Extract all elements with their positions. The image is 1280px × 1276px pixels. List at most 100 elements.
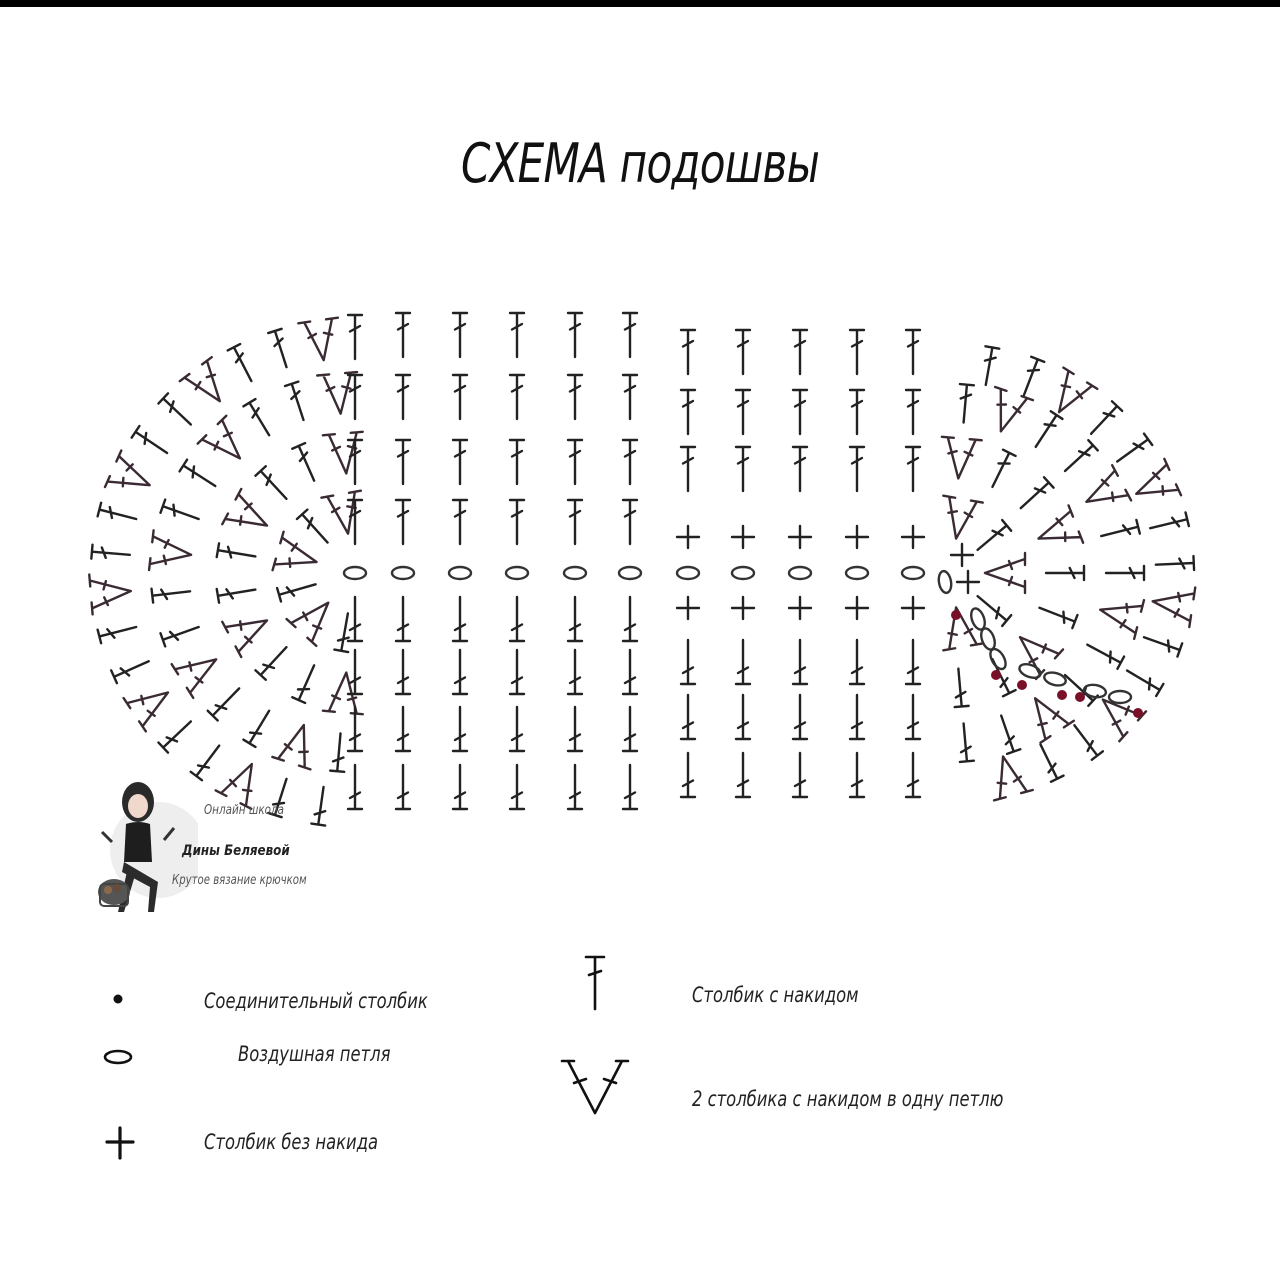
double-crochet-stitch: [958, 382, 976, 424]
chain-stitch: [1018, 663, 1042, 679]
double-crochet-stitch: [346, 438, 364, 486]
watermark-line3: Крутое вязание крючком: [172, 873, 307, 888]
double-crochet-stitch: [1019, 476, 1055, 510]
double-crochet-stitch: [157, 720, 193, 754]
double-crochet-stitch: [329, 732, 346, 774]
double-crochet-increase-stitch: [147, 529, 193, 572]
double-crochet-stitch: [1039, 743, 1065, 783]
crochet-chart: [88, 311, 1197, 827]
double-crochet-stitch: [1086, 643, 1126, 671]
double-crochet-stitch: [976, 518, 1013, 552]
double-crochet-stitch: [566, 705, 584, 753]
double-crochet-stitch: [904, 388, 922, 436]
double-crochet-stitch: [242, 709, 271, 749]
double-crochet-stitch: [291, 664, 316, 705]
double-crochet-stitch: [621, 498, 639, 546]
chain-stitch: [900, 565, 926, 581]
double-crochet-increase-stitch: [320, 489, 363, 535]
chain-stitch: [675, 565, 701, 581]
single-crochet-stitch: [675, 524, 701, 550]
double-crochet-increase-stitch: [983, 551, 1027, 595]
double-crochet-stitch: [275, 583, 317, 603]
slip-stitch-icon: [113, 994, 123, 1004]
double-crochet-stitch: [508, 595, 526, 643]
single-crochet-stitch: [787, 595, 813, 621]
double-crochet-stitch: [621, 438, 639, 486]
double-crochet-stitch: [346, 648, 364, 696]
double-crochet-stitch: [130, 424, 169, 455]
author-avatar: [98, 782, 198, 912]
double-crochet-stitch: [394, 705, 412, 753]
double-crochet-stitch: [206, 687, 241, 722]
double-crochet-stitch: [791, 445, 809, 493]
double-crochet-stitch: [679, 693, 697, 741]
double-crochet-stitch: [848, 388, 866, 436]
double-crochet-stitch: [1125, 669, 1165, 698]
double-crochet-stitch: [848, 751, 866, 799]
double-crochet-stitch: [451, 438, 469, 486]
chain-stitch: [342, 565, 368, 581]
double-crochet-stitch: [848, 328, 866, 376]
double-crochet-stitch: [394, 763, 412, 811]
double-crochet-stitch: [1000, 714, 1022, 756]
chain-stitch: [1043, 671, 1067, 687]
double-crochet-increase-stitch: [297, 316, 340, 362]
single-crochet-stitch: [675, 595, 701, 621]
double-crochet-increase-stitch: [271, 723, 312, 771]
slip-stitch: [991, 670, 1001, 680]
double-crochet-stitch: [451, 595, 469, 643]
double-crochet-stitch: [1044, 564, 1086, 582]
chain-stitch: [844, 565, 870, 581]
double-crochet-stitch: [508, 311, 526, 359]
single-crochet-stitch: [730, 595, 756, 621]
double-crochet-stitch: [394, 595, 412, 643]
chain-stitch: [980, 627, 996, 651]
double-crochet-increase-stitch: [271, 530, 318, 572]
double-crochet-stitch: [394, 311, 412, 359]
double-crochet-stitch: [791, 693, 809, 741]
double-crochet-stitch: [283, 380, 305, 422]
legend-slip-stitch: Соединительный столбик: [204, 989, 428, 1013]
stitch-layer: [88, 311, 1197, 827]
double-crochet-stitch: [904, 328, 922, 376]
single-crochet-stitch: [949, 542, 975, 568]
legend-double-crochet-increase: 2 столбика с накидом в одну петлю: [692, 1087, 1004, 1111]
double-crochet-stitch: [90, 543, 132, 560]
double-crochet-stitch: [1149, 511, 1191, 530]
double-crochet-stitch: [791, 328, 809, 376]
chain-stitch: [447, 565, 473, 581]
double-crochet-stitch: [566, 438, 584, 486]
chain-stitch: [730, 565, 756, 581]
slip-stitch: [1017, 680, 1027, 690]
double-crochet-stitch: [734, 388, 752, 436]
double-crochet-stitch: [189, 744, 221, 782]
double-crochet-stitch: [451, 498, 469, 546]
double-crochet-stitch: [394, 438, 412, 486]
double-crochet-stitch: [333, 612, 350, 654]
double-crochet-stitch: [242, 397, 271, 437]
double-crochet-stitch: [346, 313, 364, 361]
double-crochet-increase-stitch: [1085, 464, 1133, 504]
double-crochet-stitch: [96, 625, 138, 645]
double-crochet-stitch: [566, 595, 584, 643]
diagram-title: СХЕМА подошвы: [460, 132, 820, 195]
double-crochet-stitch: [791, 751, 809, 799]
double-crochet-increase-stitch: [1057, 366, 1099, 414]
double-crochet-stitch: [96, 501, 138, 521]
legend-double-crochet: Столбик с накидом: [692, 983, 859, 1007]
watermark-line2: Дины Беляевой: [182, 843, 290, 859]
double-crochet-stitch: [734, 693, 752, 741]
double-crochet-stitch: [1063, 438, 1099, 473]
double-crochet-stitch: [621, 763, 639, 811]
chain-stitch: [617, 565, 643, 581]
chain-stitch: [937, 569, 953, 595]
double-crochet-stitch: [983, 345, 1001, 387]
double-crochet-stitch: [508, 498, 526, 546]
single-crochet-stitch: [787, 524, 813, 550]
watermark-line1: Онлайн школа: [204, 803, 285, 818]
double-crochet-increase-stitch: [103, 449, 151, 489]
double-crochet-stitch: [621, 373, 639, 421]
double-crochet-stitch: [621, 705, 639, 753]
single-crochet-icon: [105, 1126, 135, 1160]
double-crochet-increase-stitch: [1018, 635, 1065, 681]
